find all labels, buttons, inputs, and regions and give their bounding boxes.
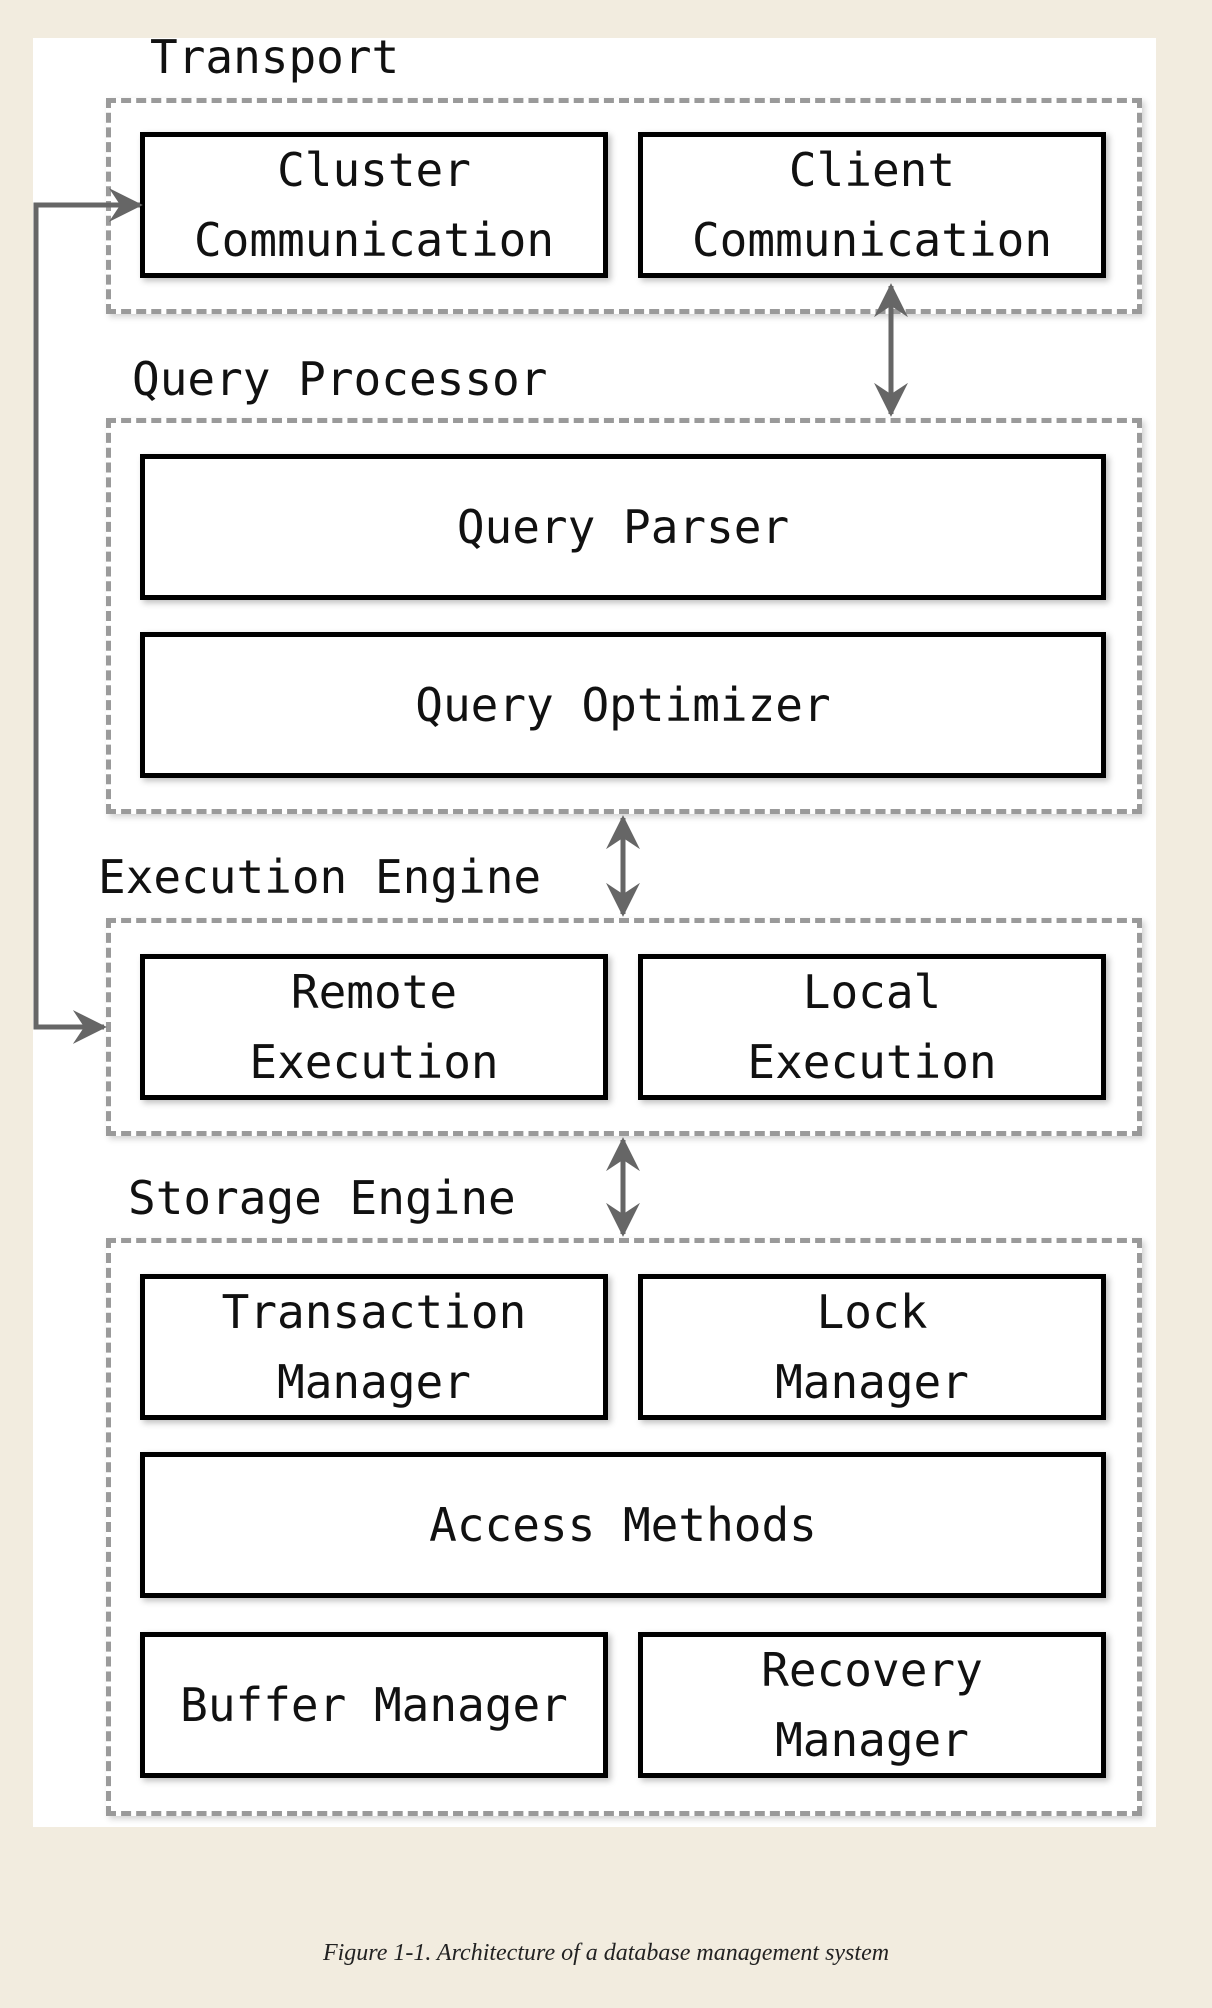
buffer-manager-node: Buffer Manager (140, 1632, 608, 1778)
execution-engine-group-title: Execution Engine (98, 850, 542, 904)
query-parser-label: Query Parser (456, 500, 790, 554)
buffer-manager-label: Buffer Manager (180, 1678, 568, 1732)
query-optimizer-node: Query Optimizer (140, 632, 1106, 778)
client-communication-node: Client Communication (638, 132, 1106, 278)
access-methods-label: Access Methods (429, 1498, 817, 1552)
recovery-manager-label: Recovery Manager (761, 1643, 983, 1767)
client-communication-label: Client Communication (691, 143, 1053, 267)
query-processor-group-title: Query Processor (132, 352, 548, 406)
lock-manager-node: Lock Manager (638, 1274, 1106, 1420)
transaction-manager-label: Transaction Manager (221, 1285, 527, 1409)
cluster-communication-node: Cluster Communication (140, 132, 608, 278)
remote-execution-node: Remote Execution (140, 954, 608, 1100)
access-methods-node: Access Methods (140, 1452, 1106, 1598)
local-execution-label: Local Execution (747, 965, 997, 1089)
local-execution-node: Local Execution (638, 954, 1106, 1100)
cluster-communication-label: Cluster Communication (193, 143, 555, 267)
query-parser-node: Query Parser (140, 454, 1106, 600)
storage-engine-group-frame (106, 1238, 1142, 1816)
storage-engine-group-title: Storage Engine (128, 1171, 516, 1225)
figure-caption: Figure 1-1. Architecture of a database m… (322, 1940, 890, 1966)
recovery-manager-node: Recovery Manager (638, 1632, 1106, 1778)
query-optimizer-label: Query Optimizer (415, 678, 831, 732)
lock-manager-label: Lock Manager (775, 1285, 969, 1409)
remote-execution-label: Remote Execution (249, 965, 499, 1089)
transaction-manager-node: Transaction Manager (140, 1274, 608, 1420)
transport-group-title: Transport (150, 30, 400, 84)
